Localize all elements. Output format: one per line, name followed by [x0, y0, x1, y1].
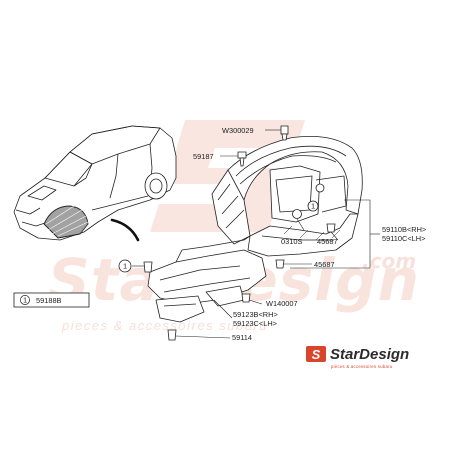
watermark-tagline: pieces & accessoires subaru	[61, 318, 268, 333]
label-59123b: 59123B<RH>	[233, 310, 278, 319]
callout-marker-left: 1	[118, 259, 132, 273]
label-45687-right: 45687	[317, 237, 338, 246]
car-fender-highlight	[43, 205, 89, 239]
label-0310s: 0310S	[281, 237, 302, 246]
callout-marker-right-text: 1	[311, 202, 315, 211]
label-45687-lower: 45687	[314, 260, 335, 269]
clip-w300029	[280, 125, 289, 141]
car-overview	[13, 125, 177, 241]
label-59114: 59114	[232, 333, 252, 342]
label-59110b: 59110B<RH>	[382, 225, 426, 234]
watermark-domain: .com	[362, 249, 416, 273]
brand-logo-mark: S	[306, 346, 326, 362]
label-59187: 59187	[193, 152, 214, 161]
label-w300029: W300029	[222, 126, 254, 135]
clip-45687-right	[326, 223, 336, 233]
brand-logo: S StarDesign pièces & accessoires subaru	[306, 346, 409, 369]
car-pointer-line	[110, 218, 140, 242]
clip-upper-right	[315, 183, 325, 193]
clip-left-callout	[143, 261, 153, 273]
label-59110c: 59110C<LH>	[382, 234, 425, 243]
label-w140007: W140007	[266, 299, 298, 308]
mudguard-assembly	[147, 136, 363, 323]
legend-box: 1 59188B	[13, 292, 90, 308]
clip-59114	[167, 329, 177, 341]
callout-marker-left-text: 1	[123, 262, 127, 271]
legend-marker: 1	[23, 296, 27, 305]
leader-lines	[132, 129, 380, 339]
brand-logo-mark-letter: S	[312, 347, 321, 362]
clip-w140007	[241, 293, 251, 303]
brand-logo-tagline: pièces & accessoires subaru	[331, 364, 393, 369]
part-labels: W300029 59187 0310S 45687 45687 W140007 …	[193, 126, 426, 342]
label-59123c: 59123C<LH>	[233, 319, 277, 328]
callout-marker-right: 1	[307, 200, 319, 212]
fasteners	[143, 125, 336, 341]
legend-code: 59188B	[36, 296, 62, 305]
clip-45687-lower	[275, 259, 285, 269]
nut-0310s	[292, 209, 302, 219]
brand-logo-name: StarDesign	[330, 346, 409, 363]
